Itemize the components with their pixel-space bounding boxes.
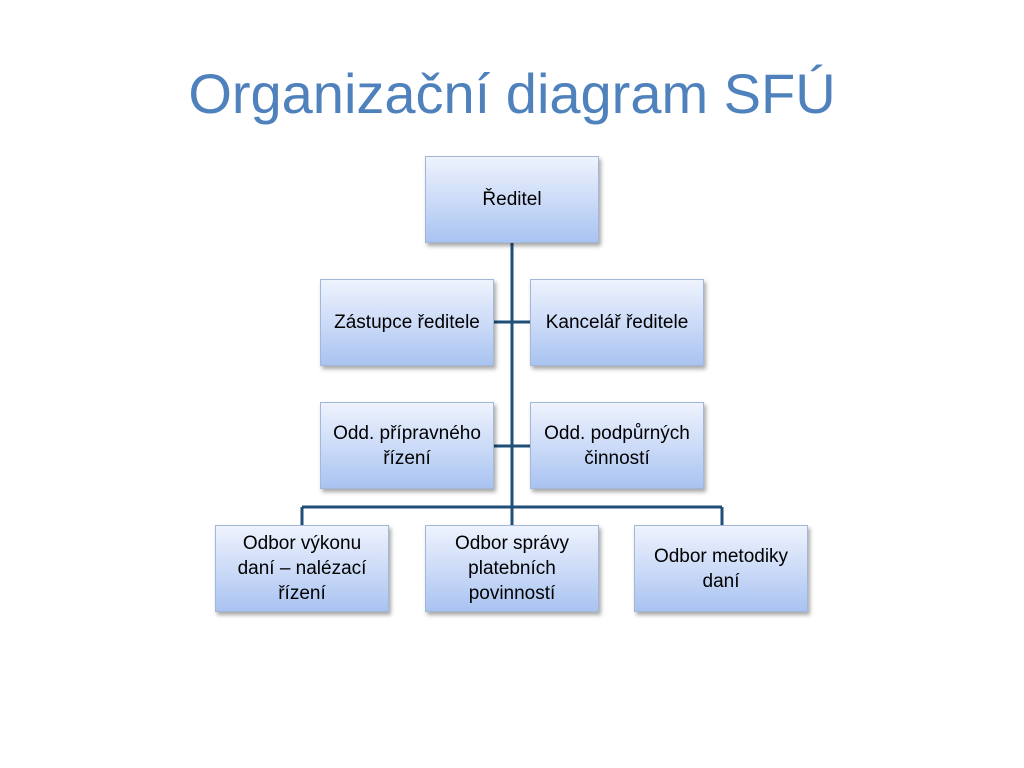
director-office-label: Kancelář ředitele	[545, 312, 689, 333]
tax-enforcement-division-box: Odbor výkonu daní – nalézací řízení	[215, 525, 389, 612]
preparatory-department-label: Odd. přípravného řízení	[333, 422, 481, 469]
payment-obligations-division-label: Odbor správy platebních povinností	[454, 533, 570, 604]
page-title: Organizační diagram SFÚ	[188, 62, 836, 125]
deputy-director-box: Zástupce ředitele	[320, 279, 494, 366]
tax-methodology-division-box: Odbor metodiky daní	[634, 525, 808, 612]
support-department-label: Odd. podpůrných činností	[544, 422, 690, 469]
director-label: Ředitel	[482, 189, 542, 210]
director-box: Ředitel	[425, 156, 599, 243]
deputy-director-label: Zástupce ředitele	[334, 312, 480, 333]
tax-methodology-division-label: Odbor metodiky daní	[653, 545, 789, 592]
payment-obligations-division-box: Odbor správy platebních povinností	[425, 525, 599, 612]
preparatory-department-box: Odd. přípravného řízení	[320, 402, 494, 489]
director-office-box: Kancelář ředitele	[530, 279, 704, 366]
tax-enforcement-division-label: Odbor výkonu daní – nalézací řízení	[237, 533, 367, 604]
support-department-box: Odd. podpůrných činností	[530, 402, 704, 489]
